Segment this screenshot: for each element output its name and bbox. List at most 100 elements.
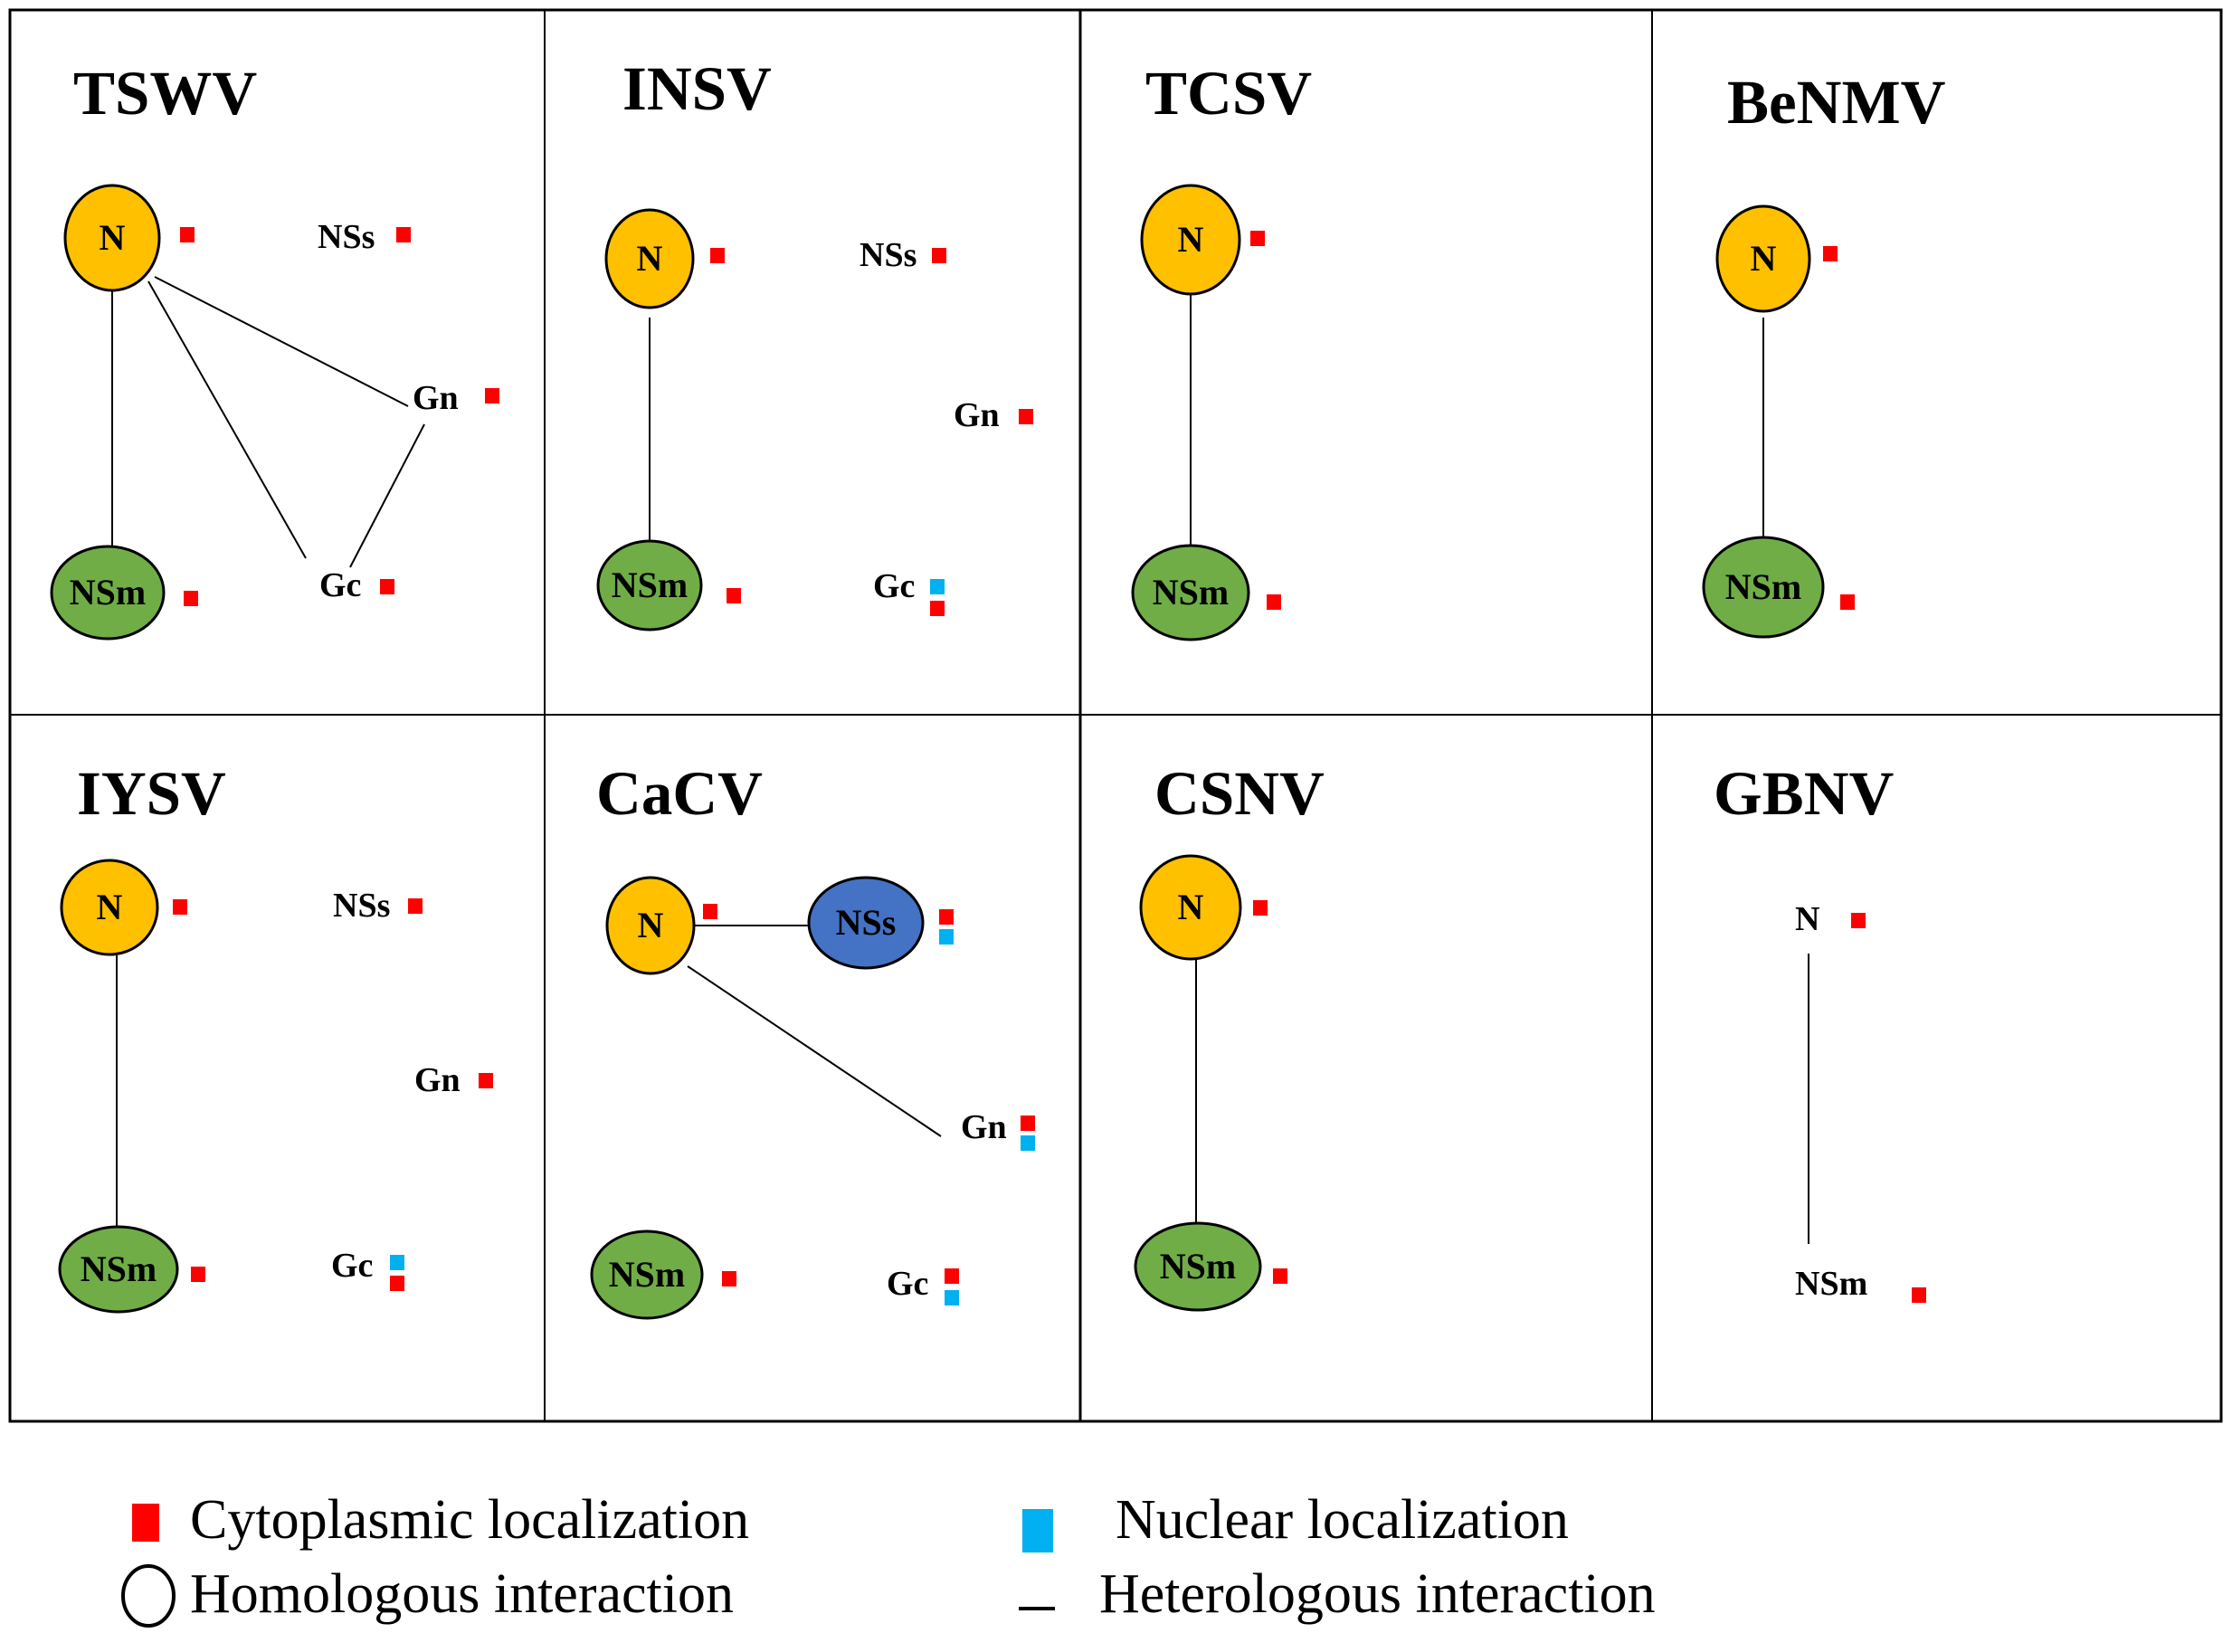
- n-label: N: [1795, 900, 1819, 938]
- node-nss: NSs: [860, 236, 946, 274]
- interaction-gn-gc: [349, 423, 425, 568]
- n-homologous-ellipse: [605, 876, 696, 975]
- node-nsm: NSm: [58, 1225, 205, 1314]
- gn-cytoplasmic-localization-marker: [479, 1073, 493, 1088]
- node-gc: Gc: [331, 1247, 404, 1291]
- n-homologous-ellipse: [604, 208, 695, 309]
- gc-cytoplasmic-localization-marker: [380, 579, 394, 594]
- gc-label: Gc: [331, 1247, 373, 1285]
- node-nsm: NSm: [596, 539, 741, 631]
- node-n: N: [604, 208, 725, 309]
- panel-grid: [8, 8, 2223, 1423]
- n-label: N: [97, 887, 123, 927]
- node-n: N: [63, 184, 195, 292]
- node-nsm: NSm: [1795, 1265, 1926, 1303]
- panel-title: TCSV: [1145, 59, 1312, 128]
- gn-cytoplasmic-localization-marker: [1019, 409, 1033, 424]
- node-gn: Gn: [413, 379, 499, 417]
- n-label: N: [1751, 238, 1777, 279]
- gn-nuclear-localization-marker: [1021, 1135, 1035, 1151]
- interaction-n-gn: [687, 965, 942, 1137]
- nsm-label: NSm: [612, 565, 688, 605]
- panels: TSWVNNSmNSsGnGcINSVNNSmNSsGnGcTCSVNNSmBe…: [50, 54, 1946, 1320]
- panel-title: GBNV: [1714, 759, 1895, 828]
- gn-label: Gn: [413, 379, 459, 417]
- nsm-cytoplasmic-localization-marker: [184, 591, 198, 606]
- n-cytoplasmic-localization-marker: [1823, 246, 1838, 261]
- node-gc: Gc: [873, 567, 945, 616]
- panel-title: CaCV: [596, 759, 763, 828]
- nss-label: NSs: [333, 887, 390, 925]
- n-label: N: [1178, 887, 1204, 927]
- gc-nuclear-localization-marker: [945, 1290, 959, 1305]
- nsm-homologous-ellipse: [1134, 1221, 1262, 1312]
- n-cytoplasmic-localization-marker: [1253, 900, 1268, 916]
- gn-cytoplasmic-localization-marker: [1021, 1116, 1035, 1131]
- nsm-cytoplasmic-localization-marker: [1912, 1287, 1926, 1303]
- node-n: N: [1140, 184, 1265, 296]
- heterologous-legend-label: Heterologous interaction: [1099, 1563, 1656, 1625]
- node-n: N: [1715, 204, 1838, 313]
- node-nsm: NSm: [590, 1230, 736, 1320]
- n-homologous-ellipse: [1715, 204, 1811, 313]
- homologous-legend-label: Homologous interaction: [190, 1563, 734, 1625]
- n-label: N: [1178, 219, 1204, 260]
- node-gn: Gn: [414, 1061, 493, 1099]
- node-n: N: [60, 859, 187, 956]
- panel-title: CSNV: [1154, 759, 1325, 828]
- interaction-n-gn: [154, 276, 409, 407]
- nsm-label: NSm: [609, 1254, 685, 1295]
- nsm-cytoplasmic-localization-marker: [727, 588, 741, 603]
- nss-homologous-ellipse: [807, 876, 925, 970]
- nsm-cytoplasmic-localization-marker: [1267, 594, 1281, 610]
- nsm-cytoplasmic-localization-marker: [1840, 594, 1855, 610]
- node-nsm: NSm: [1131, 544, 1281, 641]
- legend: Cytoplasmic localization Nuclear localiz…: [121, 1489, 1656, 1628]
- panel-csnv: CSNV N NSm: [1134, 759, 1325, 1312]
- nsm-cytoplasmic-localization-marker: [1273, 1268, 1287, 1284]
- nsm-homologous-ellipse: [1702, 536, 1825, 639]
- nsm-cytoplasmic-localization-marker: [722, 1271, 736, 1286]
- panel-title: BeNMV: [1727, 68, 1946, 137]
- node-nss: NSs: [333, 887, 423, 925]
- gc-cytoplasmic-localization-marker: [390, 1276, 404, 1291]
- panel-title: IYSV: [77, 759, 226, 828]
- panel-gbnv: GBNV N NSm: [1714, 759, 1926, 1303]
- nuclear-legend-label: Nuclear localization: [1116, 1489, 1569, 1551]
- n-cytoplasmic-localization-marker: [1851, 913, 1866, 928]
- node-nss: NSs: [318, 218, 411, 256]
- n-cytoplasmic-localization-marker: [710, 248, 725, 263]
- nss-cytoplasmic-localization-marker: [408, 898, 423, 914]
- gc-cytoplasmic-localization-marker: [930, 601, 945, 616]
- n-cytoplasmic-localization-marker: [1250, 231, 1265, 246]
- nsm-label: NSm: [1725, 566, 1801, 607]
- gn-cytoplasmic-localization-marker: [485, 388, 499, 404]
- gc-label: Gc: [319, 566, 361, 604]
- panel-title: TSWV: [73, 59, 257, 128]
- gn-label: Gn: [961, 1108, 1007, 1146]
- nsm-cytoplasmic-localization-marker: [191, 1267, 205, 1282]
- panel-title: INSV: [622, 54, 772, 123]
- gn-label: Gn: [414, 1061, 461, 1099]
- n-homologous-ellipse: [63, 184, 161, 292]
- node-n: N: [1795, 900, 1866, 938]
- n-homologous-ellipse: [60, 859, 159, 956]
- nsm-homologous-ellipse: [50, 545, 166, 641]
- nss-cytoplasmic-localization-marker: [396, 227, 411, 242]
- n-cytoplasmic-localization-marker: [703, 904, 717, 919]
- n-label: N: [638, 905, 664, 945]
- nsm-label: NSm: [1795, 1265, 1867, 1303]
- node-nss: NSs: [807, 876, 954, 970]
- nss-cytoplasmic-localization-marker: [939, 909, 954, 925]
- nsm-label: NSm: [70, 572, 146, 612]
- node-gc: Gc: [319, 566, 394, 604]
- node-gc: Gc: [887, 1265, 959, 1305]
- n-homologous-ellipse: [1140, 184, 1241, 296]
- gn-label: Gn: [954, 396, 1000, 434]
- node-n: N: [605, 876, 717, 975]
- nsm-label: NSm: [81, 1248, 157, 1289]
- gc-cytoplasmic-localization-marker: [945, 1268, 959, 1284]
- node-nsm: NSm: [1134, 1221, 1287, 1312]
